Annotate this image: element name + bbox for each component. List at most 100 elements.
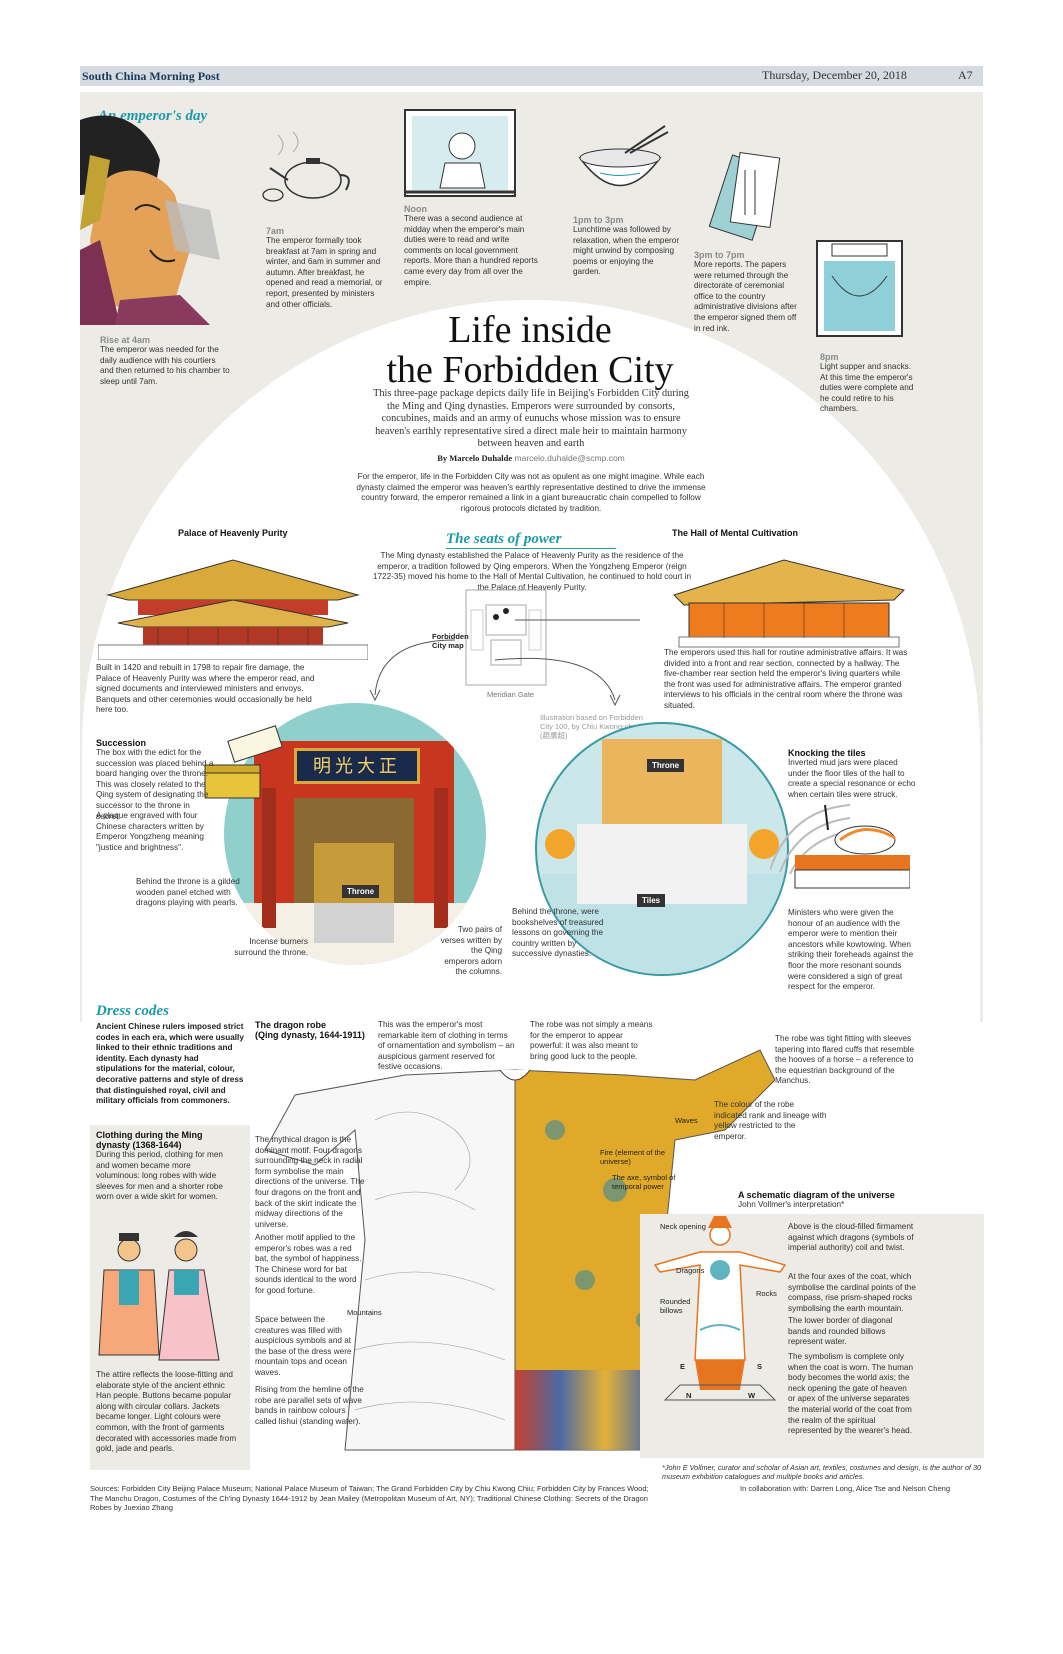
bat-motif: Another motif applied to the emperor's r…	[255, 1233, 362, 1295]
emperor-portrait-illustration	[80, 115, 220, 325]
ming-couple-illustration	[98, 1231, 220, 1361]
issue-date: Thursday, December 20, 2018	[762, 68, 907, 82]
timeline-text: More reports. The papers were returned t…	[694, 260, 797, 333]
robe-tight: The robe was tight fitting with sleeves …	[775, 1034, 915, 1086]
timeline-8pm: 8pm Light supper and snacks. At this tim…	[820, 352, 920, 415]
succession-block: Succession The box with the edict for th…	[96, 738, 216, 822]
timeline-1pm: 1pm to 3pm Lunchtime was followed by rel…	[573, 215, 683, 278]
compass-w: W	[748, 1391, 756, 1400]
timeline-time: 8pm	[820, 352, 839, 362]
bookshelves-note: Behind the throne, were bookshelves of t…	[512, 907, 604, 959]
axe-label: The axe, symbol of temporal power	[612, 1173, 676, 1191]
attire-text: The attire reflects the loose-fitting an…	[96, 1370, 237, 1454]
section-title-dress: Dress codes	[96, 1003, 169, 1019]
rocks-label: Rocks	[756, 1289, 777, 1298]
schema-figure-illustration	[653, 1216, 787, 1401]
headline-line-1: Life inside	[448, 309, 612, 351]
palace-text: Built in 1420 and rebuilt in 1798 to rep…	[96, 663, 315, 715]
edict-box-illustration	[204, 764, 261, 799]
timeline-text: Lunchtime was followed by relaxation, wh…	[573, 225, 680, 277]
verses-note: Two pairs of verses written by the Qing …	[440, 925, 502, 977]
ming-text: During this period, clothing for men and…	[96, 1150, 223, 1202]
byline-email[interactable]: marcelo.duhalde@scmp.com	[514, 453, 625, 463]
section-title-seats: The seats of power	[446, 531, 562, 547]
page-number: A7	[958, 68, 973, 82]
palace-heavenly-purity-illustration	[98, 559, 368, 660]
throne-tag-right: Throne	[647, 759, 685, 772]
headline: Life inside the Forbidden City	[300, 310, 760, 390]
succession-text: The box with the edict for the successio…	[96, 748, 214, 821]
timeline-rise: Rise at 4am The emperor was needed for t…	[100, 335, 230, 387]
schema-footnote: *John E Vollmer, curator and scholar of …	[662, 1463, 982, 1481]
sources: Sources: Forbidden City Beijing Palace M…	[90, 1484, 649, 1512]
timeline-time: 7am	[266, 226, 285, 236]
robe-title: The dragon robe	[255, 1020, 327, 1030]
ming-title: Clothing during the Ming dynasty (1368-1…	[96, 1130, 203, 1150]
compass-e: E	[680, 1362, 686, 1371]
section-title-emperors-day: An emperor's day	[98, 108, 208, 124]
compass-s: S	[757, 1362, 763, 1371]
timeline-text: The emperor was needed for the daily aud…	[100, 345, 230, 386]
map-label: Forbidden City map	[432, 632, 469, 650]
dragon-motif: The mythical dragon is the dominant moti…	[255, 1135, 365, 1229]
space-text: Space between the creatures was filled w…	[255, 1315, 352, 1377]
hall-title: The Hall of Mental Cultivation	[672, 528, 799, 538]
timeline-text: The emperor formally took breakfast at 7…	[266, 236, 383, 309]
teapot-illustration	[262, 131, 350, 202]
rice-bowl-illustration	[578, 125, 669, 187]
bed-chamber-illustration	[816, 240, 903, 337]
headline-line-2: the Forbidden City	[386, 349, 674, 391]
timeline-text: There was a second audience at midday wh…	[404, 214, 538, 287]
timeline-noon: Noon There was a second audience at midd…	[404, 204, 539, 288]
intro-paragraph: For the emperor, life in the Forbidden C…	[356, 472, 706, 513]
robe-subtitle: (Qing dynasty, 1644-1911)	[255, 1030, 365, 1040]
ministers-note: Ministers who were given the honour of a…	[788, 908, 914, 992]
right-throne-circle: Throne Tiles	[535, 722, 789, 976]
waves-label: Waves	[675, 1116, 698, 1125]
robe-title-block: The dragon robe (Qing dynasty, 1644-1911…	[255, 1020, 375, 1040]
fire-label: Fire (element of the universe)	[600, 1148, 666, 1166]
timeline-3pm: 3pm to 7pm More reports. The papers were…	[694, 250, 802, 334]
throne-tag-left: Throne	[342, 885, 380, 898]
rounded-billows-label: Rounded billows	[660, 1297, 691, 1315]
seats-rule	[446, 548, 616, 549]
schema-subtitle: John Vollmer's interpretation*	[738, 1200, 845, 1209]
forbidden-city-map	[465, 589, 547, 686]
schema-title-block: A schematic diagram of the universe John…	[738, 1190, 938, 1211]
timeline-text: Light supper and snacks. At this time th…	[820, 362, 914, 414]
seats-arrows	[369, 619, 640, 707]
standfirst: This three-page package depicts daily li…	[373, 388, 689, 450]
timeline-time: 1pm to 3pm	[573, 215, 624, 225]
schema-axes: At the four axes of the coat, which symb…	[788, 1272, 916, 1313]
panel-note: Behind the throne is a gilded wooden pan…	[136, 877, 240, 908]
edict-scroll-illustration	[227, 725, 283, 763]
masthead: South China Morning Post	[82, 69, 220, 83]
robe-means: The robe was not simply a means for the …	[530, 1020, 653, 1061]
robe-remarkable: This was the emperor's most remarkable i…	[378, 1020, 515, 1072]
timeline-time: Rise at 4am	[100, 335, 151, 345]
byline-author: By Marcelo Duhalde	[437, 453, 513, 463]
neck-opening-label: Neck opening	[660, 1222, 706, 1231]
collaboration-credit: In collaboration with: Darren Long, Alic…	[740, 1484, 950, 1493]
meridian-gate-label: Meridian Gate	[487, 690, 535, 699]
schema-border: The lower border of diagonal bands and r…	[788, 1316, 893, 1347]
hall-mental-cultivation-illustration	[673, 559, 905, 648]
timeline-time: Noon	[404, 204, 427, 214]
tiles-tag: Tiles	[637, 894, 666, 907]
kowtow-illustration	[770, 804, 910, 889]
knocking-text: Inverted mud jars were placed under the …	[788, 758, 916, 799]
schema-complete: The symbolism is complete only when the …	[788, 1352, 914, 1436]
robe-colour: The colour of the robe indicated rank an…	[714, 1100, 827, 1141]
dragons-label: Dragons	[676, 1266, 705, 1275]
knocking-block: Knocking the tiles Inverted mud jars wer…	[788, 748, 918, 800]
ming-block: Clothing during the Ming dynasty (1368-1…	[96, 1130, 236, 1203]
succession-title: Succession	[96, 738, 147, 748]
schema-cloud: Above is the cloud-filled firmament agai…	[788, 1222, 914, 1253]
hemline-text: Rising from the hemline of the robe are …	[255, 1385, 364, 1426]
hall-text: The emperors used this hall for routine …	[664, 648, 908, 710]
seats-text: The Ming dynasty established the Palace …	[372, 551, 692, 592]
incense-note: Incense burners surround the throne.	[234, 937, 308, 957]
byline: By Marcelo Duhalde marcelo.duhalde@scmp.…	[368, 453, 694, 463]
illustration-credit: Illustration based on Forbidden City 100…	[540, 713, 643, 740]
audience-window-illustration	[404, 109, 516, 197]
